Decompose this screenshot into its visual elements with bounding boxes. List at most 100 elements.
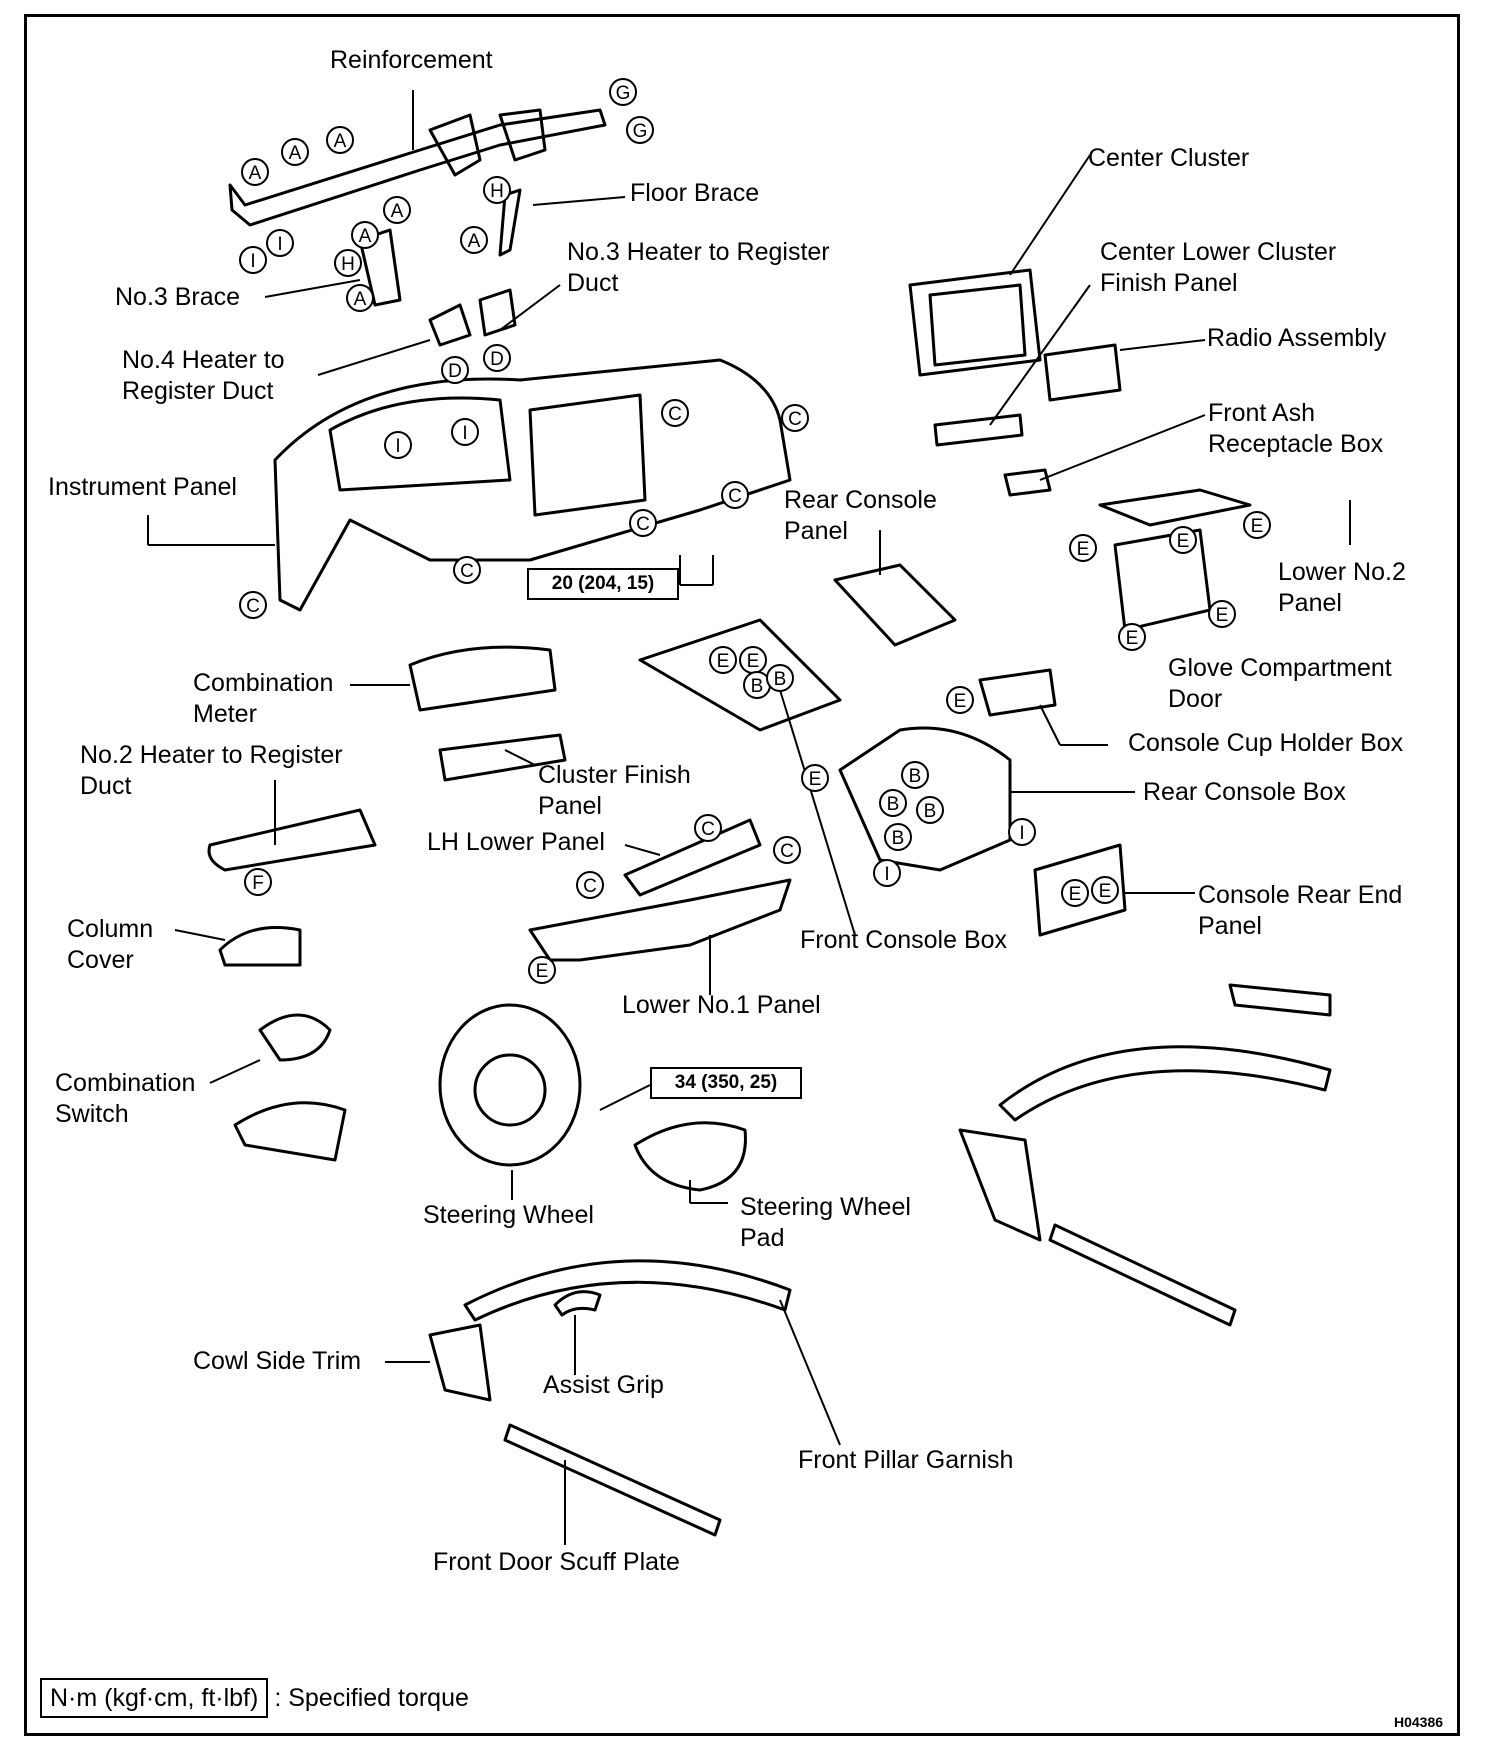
diagram-frame [24, 14, 1460, 1736]
svg-text:H: H [490, 181, 504, 202]
figure-id: H04386 [1394, 1714, 1444, 1730]
no3-brace-part [358, 228, 402, 307]
svg-text:C: C [668, 404, 682, 425]
svg-text:E: E [1077, 539, 1090, 560]
console-cup-holder-part [978, 668, 1057, 717]
label-lower-no1-panel: Lower No.1 Panel [622, 991, 821, 1019]
svg-text:A: A [289, 143, 302, 164]
svg-text:E: E [717, 651, 730, 672]
front-ash-box-part [1003, 468, 1052, 497]
callout-e-marker: E [1169, 526, 1197, 554]
label-front-door-scuff: Front Door Scuff Plate [433, 1548, 680, 1576]
label-no2-heater-duct-line2: Duct [80, 772, 132, 800]
label-assist-grip: Assist Grip [543, 1371, 664, 1399]
callout-e-marker: E [1208, 600, 1236, 628]
callout-h-marker: H [334, 249, 362, 277]
label-lower-no2-panel-line2: Panel [1278, 589, 1342, 617]
label-rear-console-panel-line1: Rear Console [784, 486, 937, 514]
label-column-cover-line2: Cover [67, 946, 134, 974]
assist-grip-part [553, 1290, 602, 1317]
label-console-rear-end-line2: Panel [1198, 912, 1262, 940]
console-rear-end-part [1033, 843, 1127, 937]
label-steering-wheel-pad-line2: Pad [740, 1224, 785, 1252]
callout-a-marker: A [241, 158, 269, 186]
svg-text:F: F [252, 873, 264, 894]
svg-text:I: I [277, 234, 282, 255]
callout-c-marker: C [781, 404, 809, 432]
combination-switch-part [258, 1013, 332, 1062]
instrument-panel-cluster-opening [328, 396, 512, 492]
svg-text:E: E [1069, 884, 1082, 905]
reinforcement-bracket [428, 113, 482, 177]
label-center-cluster: Center Cluster [1088, 144, 1250, 172]
svg-text:E: E [1216, 605, 1229, 626]
label-console-rear-end-line1: Console Rear End [1198, 881, 1403, 909]
label-lh-lower-panel: LH Lower Panel [427, 828, 605, 856]
label-cluster-finish-panel-line1: Cluster Finish [538, 761, 691, 789]
svg-text:G: G [616, 83, 631, 104]
svg-text:E: E [1099, 881, 1112, 902]
rear-console-panel-part [833, 563, 957, 647]
svg-text:B: B [924, 801, 937, 822]
column-cover-part [218, 926, 302, 967]
rh-assist-grip-part [1228, 983, 1332, 1017]
combination-switch-lower [233, 1101, 347, 1162]
label-lower-no2-panel-line1: Lower No.2 [1278, 558, 1406, 586]
lh-lower-panel-part [623, 818, 762, 897]
combination-meter-part [408, 645, 557, 712]
svg-text:E: E [1126, 628, 1139, 649]
torque-steering-wheel-nut: 34 (350, 25) [650, 1067, 802, 1099]
label-no3-brace: No.3 Brace [115, 283, 241, 311]
callout-g-marker: G [609, 78, 637, 106]
callout-f-marker: F [244, 868, 272, 896]
label-combination-meter-line1: Combination [193, 669, 334, 697]
svg-text:C: C [780, 841, 794, 862]
steering-wheel-pad-part [633, 1121, 747, 1192]
label-radio-assembly: Radio Assembly [1207, 324, 1387, 352]
callout-a-marker: A [460, 226, 488, 254]
rh-cowl-trim-part [958, 1128, 1042, 1242]
rh-pillar-garnish-part [998, 1045, 1332, 1122]
callout-c-marker: C [694, 814, 722, 842]
label-front-ash-box-line2: Receptacle Box [1208, 430, 1384, 458]
svg-text:E: E [809, 769, 822, 790]
callout-a-marker: A [351, 221, 379, 249]
label-steering-wheel: Steering Wheel [423, 1201, 594, 1229]
no3-heater-duct-part [478, 288, 517, 337]
reinforcement-part [228, 108, 607, 227]
callout-e-marker: E [528, 956, 556, 984]
no4-heater-duct-part [428, 303, 472, 347]
label-console-cup-holder: Console Cup Holder Box [1128, 729, 1404, 757]
callout-c-marker: C [721, 481, 749, 509]
callout-i-marker: I [266, 229, 294, 257]
lower-no1-panel-part [528, 878, 792, 962]
torque-legend: N·m (kgf·cm, ft·lbf) : Specified torque [40, 1678, 469, 1718]
callout-a-marker: A [281, 138, 309, 166]
no2-heater-duct-part [207, 808, 377, 872]
instrument-panel-part [273, 358, 792, 612]
callout-g-marker: G [626, 116, 654, 144]
callout-d-marker: D [483, 344, 511, 372]
svg-text:A: A [334, 131, 347, 152]
callout-c-marker: C [576, 871, 604, 899]
cowl-side-trim-part [428, 1323, 492, 1402]
svg-text:E: E [536, 961, 549, 982]
svg-text:I: I [395, 436, 400, 457]
callout-e-marker: E [1069, 534, 1097, 562]
callout-e-marker: E [1061, 879, 1089, 907]
radio-assembly-part [1043, 343, 1122, 402]
svg-text:B: B [751, 676, 764, 697]
callout-b-marker: B [901, 761, 929, 789]
svg-text:E: E [1177, 531, 1190, 552]
label-front-ash-box-line1: Front Ash [1208, 399, 1315, 427]
callout-markers: A A A A A A A G G H H I I D D I I C C C … [239, 78, 1271, 984]
svg-text:C: C [246, 596, 260, 617]
label-no4-heater-duct-line2: Register Duct [122, 377, 274, 405]
callout-i-marker: I [239, 246, 267, 274]
svg-text:B: B [774, 669, 787, 690]
label-cowl-side-trim: Cowl Side Trim [193, 1347, 362, 1375]
label-reinforcement: Reinforcement [330, 46, 493, 74]
callout-d-marker: D [441, 356, 469, 384]
callout-e-marker: E [801, 764, 829, 792]
